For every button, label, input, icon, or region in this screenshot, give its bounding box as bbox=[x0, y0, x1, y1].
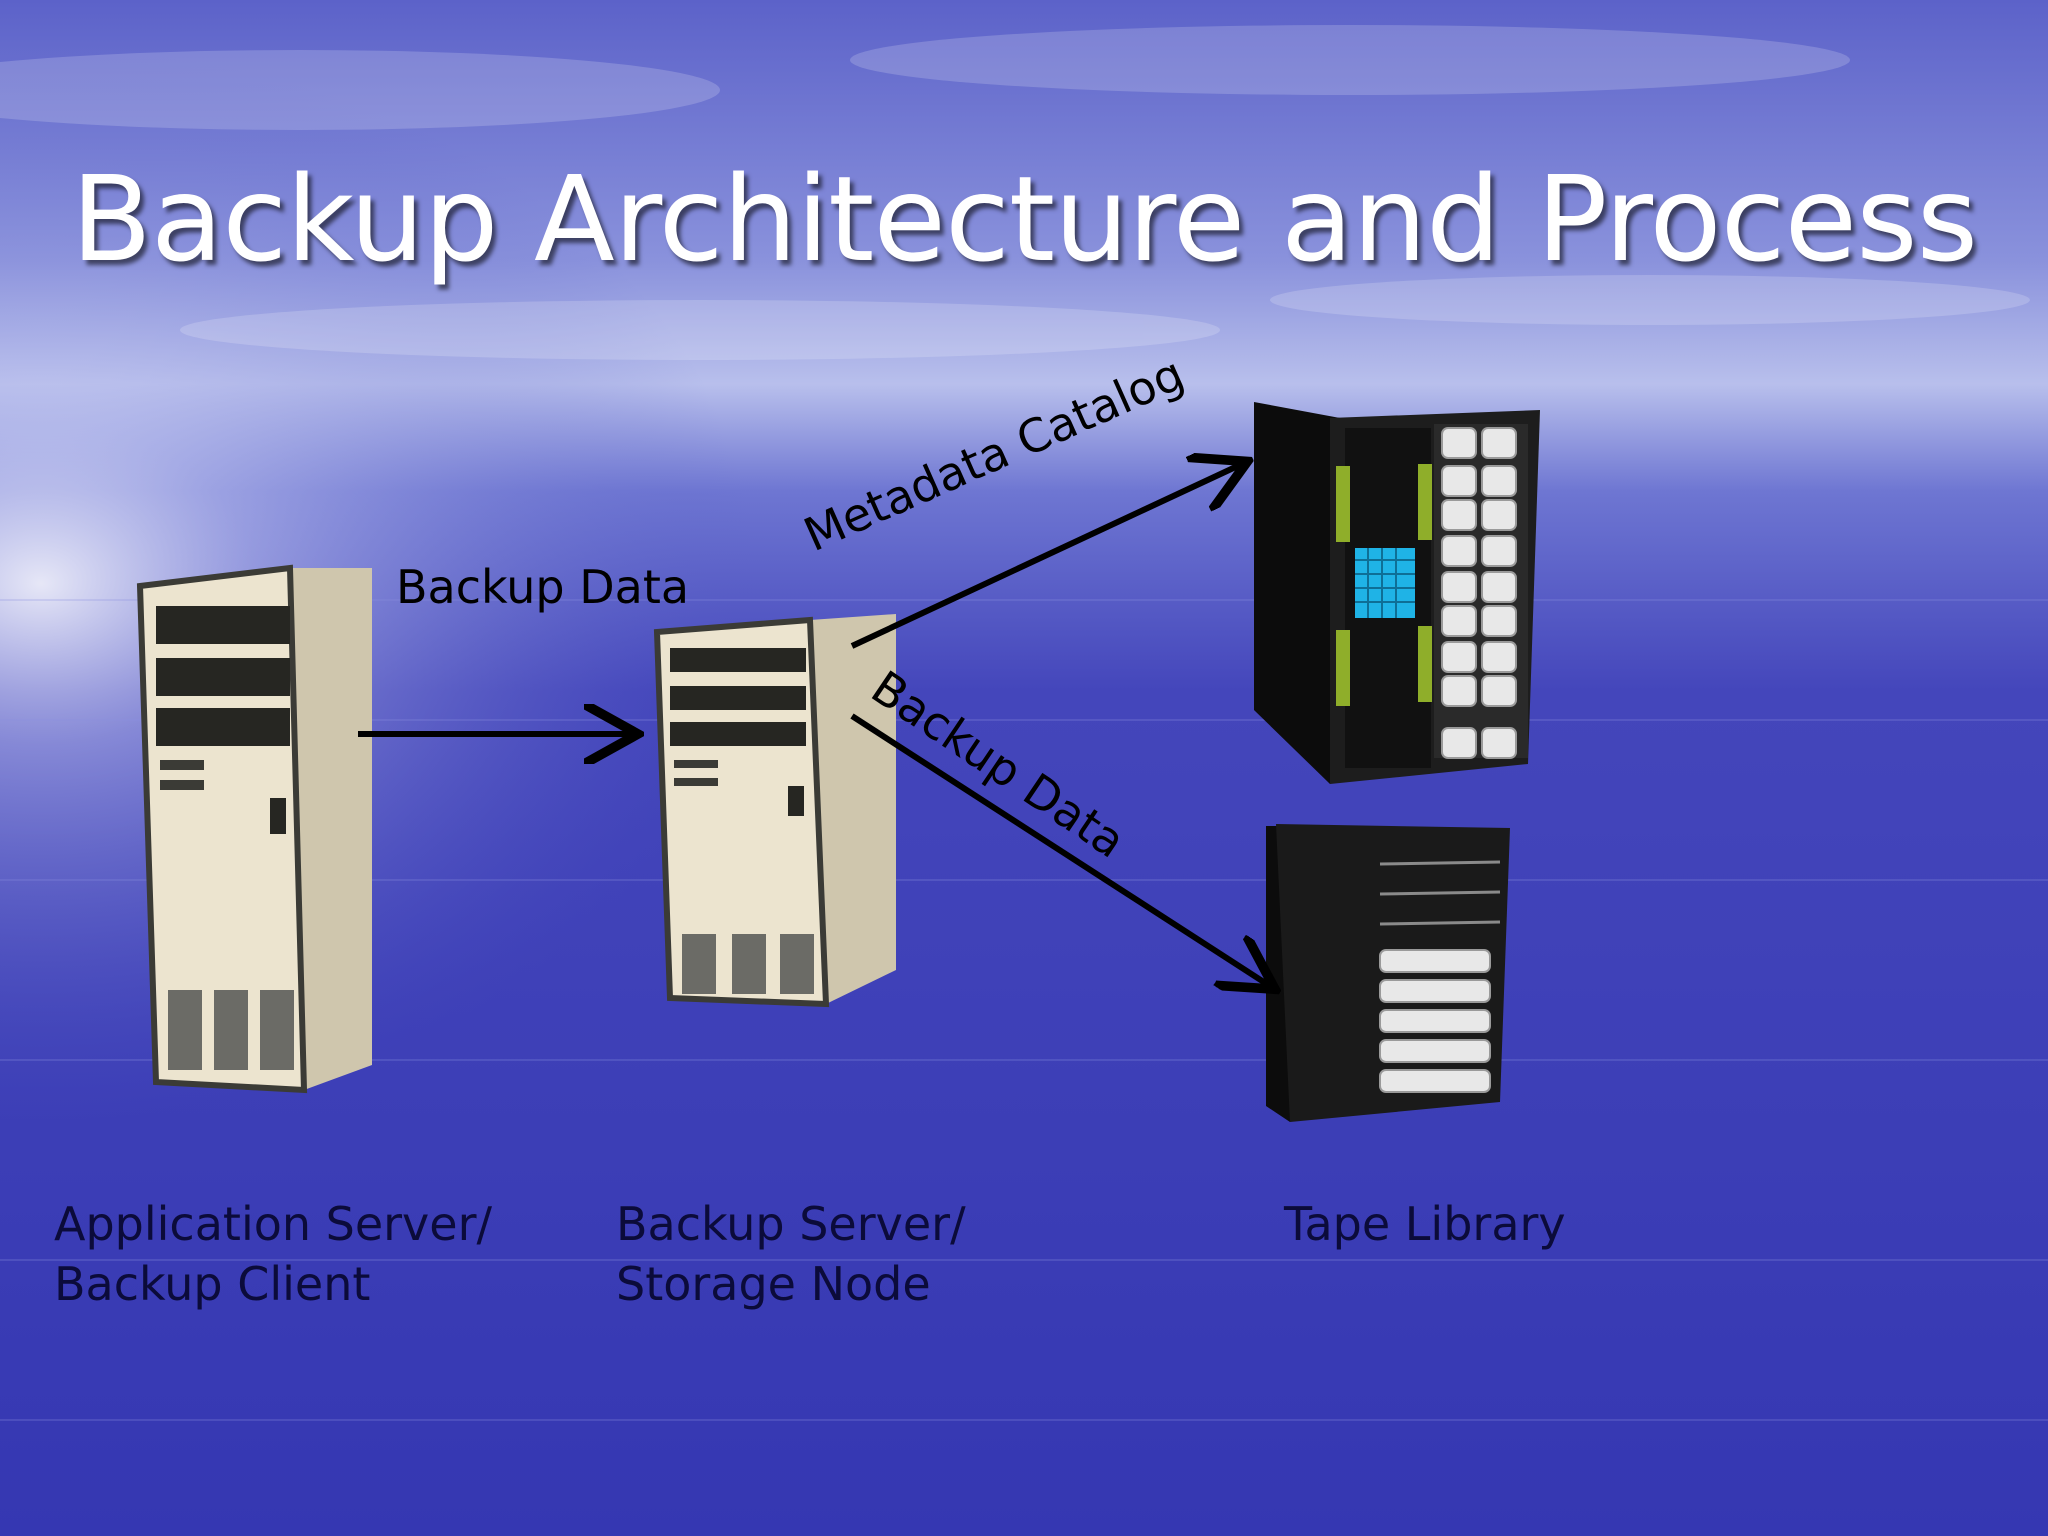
metadata-catalog-rack-icon bbox=[1254, 402, 1540, 784]
application-server-icon bbox=[136, 564, 372, 1094]
node-label-tape-library: Tape Library bbox=[1284, 1194, 1566, 1254]
backup-server-line1: Backup Server/ bbox=[616, 1197, 966, 1251]
tape-library-icon bbox=[1266, 824, 1510, 1122]
backup-server-line2: Storage Node bbox=[616, 1257, 931, 1311]
backup-server-icon bbox=[653, 614, 896, 1008]
edge-label-backup-data: Backup Data bbox=[396, 560, 690, 614]
arrow-server-to-tape bbox=[850, 713, 1270, 986]
node-label-backup-server: Backup Server/ Storage Node bbox=[616, 1194, 966, 1314]
node-label-app-server: Application Server/ Backup Client bbox=[54, 1194, 492, 1314]
slide-title: Backup Architecture and Process bbox=[70, 150, 1978, 288]
tape-library-line1: Tape Library bbox=[1284, 1197, 1566, 1251]
app-server-line2: Backup Client bbox=[54, 1257, 371, 1311]
app-server-line1: Application Server/ bbox=[54, 1197, 492, 1251]
arrow-server-to-catalog bbox=[850, 464, 1242, 649]
